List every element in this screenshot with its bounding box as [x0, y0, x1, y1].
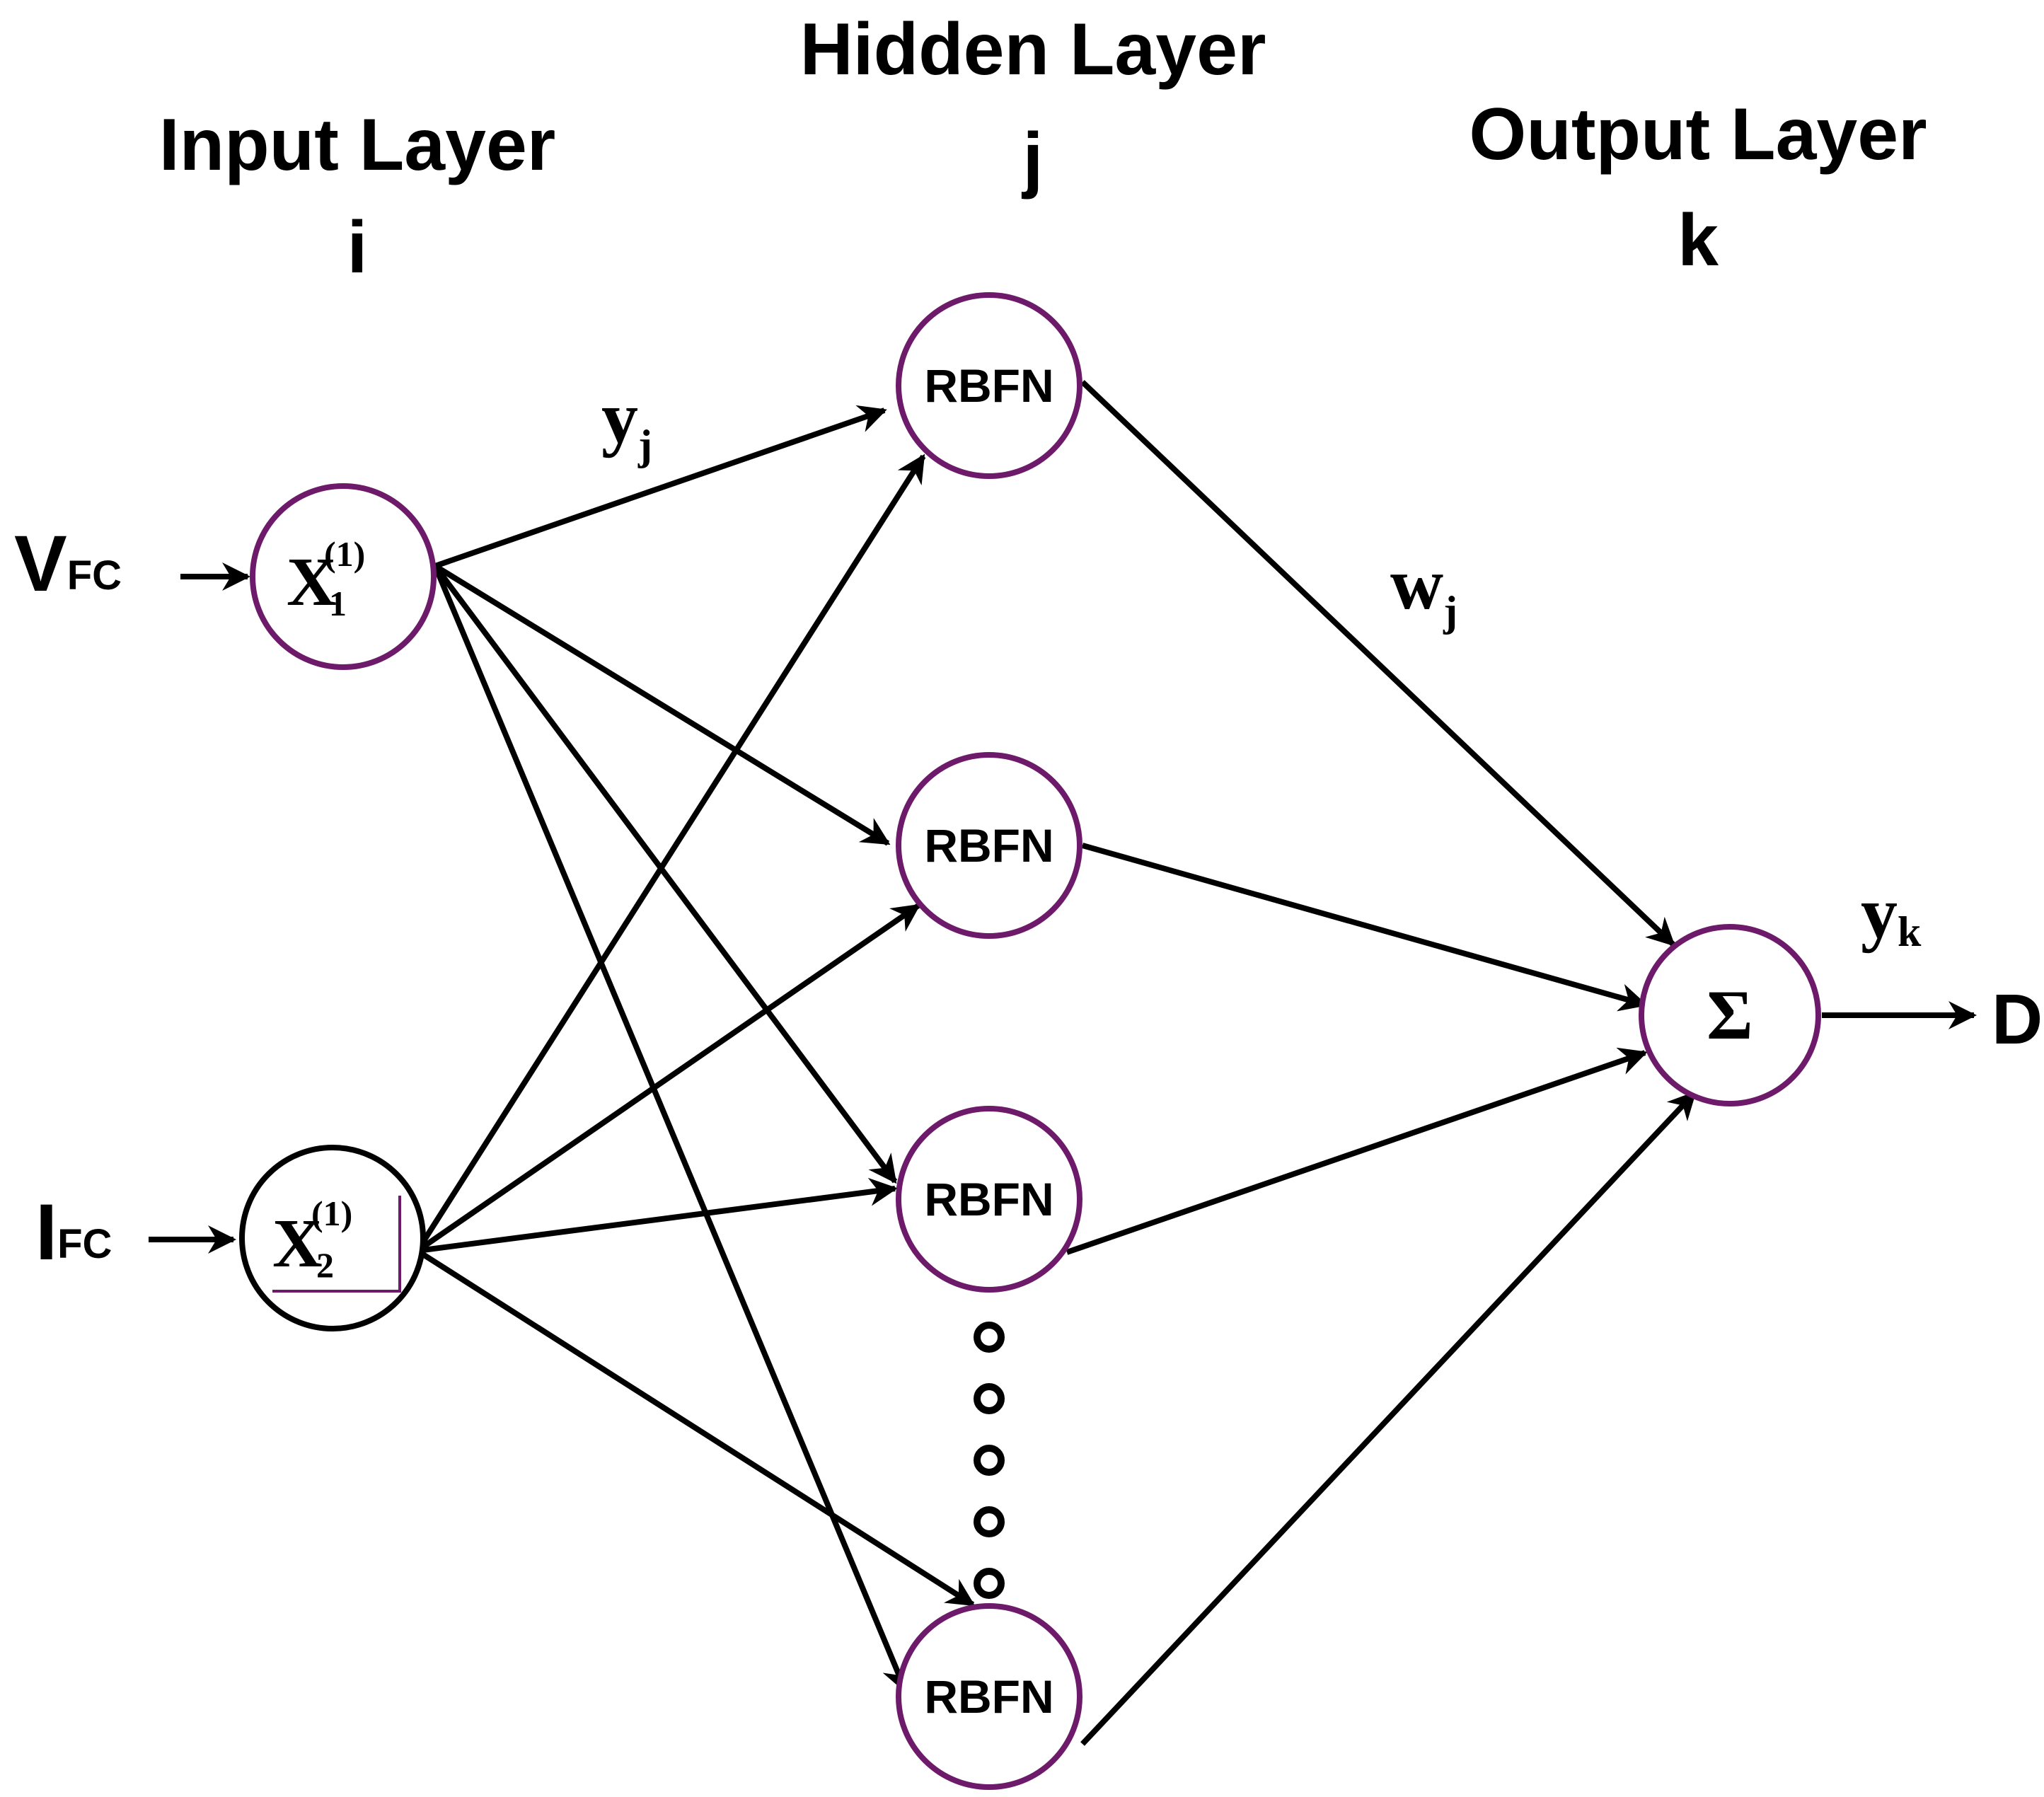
connection-edges — [149, 380, 1977, 1746]
svg-text:X: X — [272, 1206, 323, 1282]
input-signal-i-fc: IFC — [35, 1188, 112, 1276]
hidden-layer-index: j — [1022, 118, 1044, 200]
output-layer-index: k — [1678, 200, 1719, 282]
output-node-sum: Σ — [1639, 924, 1821, 1106]
svg-text:1: 1 — [329, 584, 347, 623]
edge-label-wj: wj — [1390, 543, 1457, 635]
input-layer-title: Input Layer — [159, 104, 556, 186]
edge-label-yk: yk — [1861, 872, 1922, 955]
svg-text:(1): (1) — [324, 534, 365, 574]
edge-h1-out — [1080, 380, 1675, 947]
output-label-d: D — [1992, 980, 2043, 1059]
hidden-node-rbfn-1: RBFN — [896, 292, 1082, 479]
edge-x1-h2 — [433, 563, 891, 846]
hidden-node-rbfn-4: RBFN — [896, 1603, 1082, 1790]
hidden-node-rbfn-3: RBFN — [896, 1106, 1082, 1293]
ellipsis-dot — [974, 1383, 1005, 1414]
edge-x2-h2 — [415, 903, 921, 1254]
edge-x1-h4 — [432, 565, 909, 1694]
input-layer-index: i — [347, 207, 368, 289]
ellipsis-dot — [974, 1322, 1005, 1353]
edge-x1-h1 — [434, 405, 887, 569]
svg-text:2: 2 — [316, 1245, 334, 1285]
hidden-ellipsis — [974, 1322, 1005, 1599]
svg-text:RBFN: RBFN — [924, 359, 1053, 412]
ellipsis-dot — [974, 1568, 1005, 1599]
edge-h4-out — [1080, 1091, 1697, 1746]
input-node-x1: X 1 (1) — [250, 483, 437, 670]
input-signal-v-fc: VFC — [14, 519, 122, 608]
ellipsis-dot — [974, 1506, 1005, 1537]
edge-x2-h1 — [415, 453, 926, 1253]
edge-label-yj: yj — [601, 377, 652, 468]
edge-x1-h3 — [432, 564, 898, 1184]
output-layer-title: Output Layer — [1469, 93, 1927, 175]
edge-h2-out — [1081, 843, 1648, 1012]
edge-h3-out — [1066, 1047, 1648, 1255]
svg-text:X: X — [287, 544, 337, 620]
ellipsis-dot — [974, 1445, 1005, 1476]
svg-text:RBFN: RBFN — [924, 819, 1053, 872]
hidden-node-rbfn-2: RBFN — [896, 752, 1082, 939]
svg-text:(1): (1) — [311, 1194, 352, 1233]
input-node-x2: X 2 (1) — [239, 1145, 426, 1331]
svg-text:RBFN: RBFN — [924, 1173, 1053, 1225]
edge-x2-h3 — [417, 1177, 898, 1254]
svg-text:Σ: Σ — [1707, 976, 1753, 1054]
svg-text:RBFN: RBFN — [924, 1670, 1053, 1723]
hidden-layer-title: Hidden Layer — [800, 8, 1266, 91]
edge-x2-h4 — [415, 1248, 976, 1607]
